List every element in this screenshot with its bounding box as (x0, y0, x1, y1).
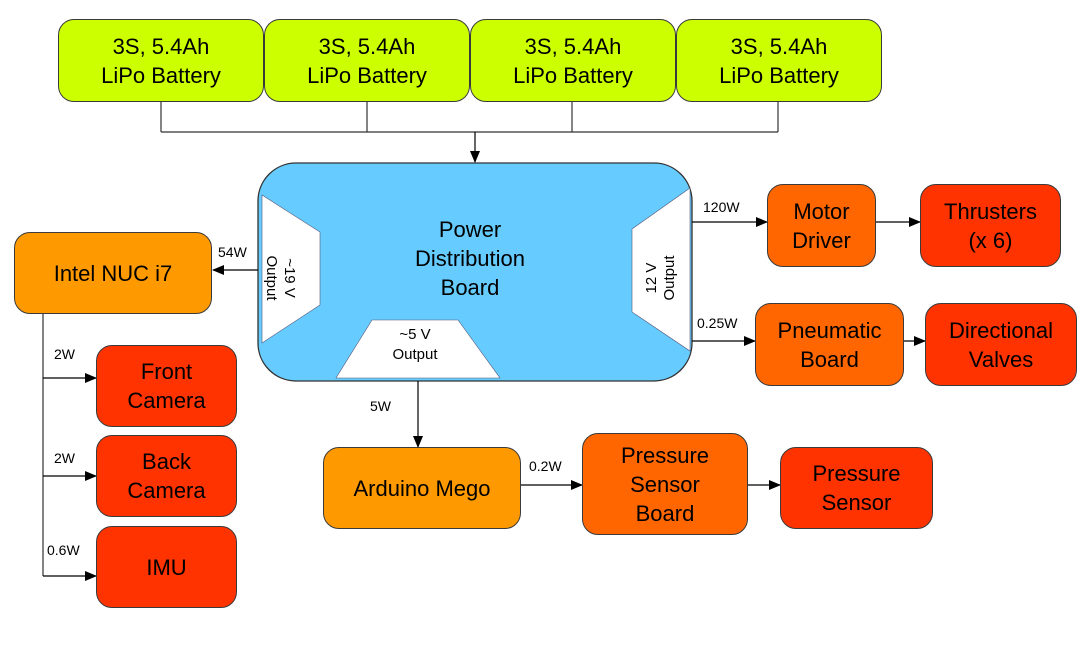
back-camera-node[interactable]: Back Camera (96, 435, 237, 517)
battery-4[interactable]: 3S, 5.4Ah LiPo Battery (676, 19, 882, 102)
pdb-output-19v-shape (261, 194, 321, 344)
pdb-output-5v-label: ~5 V Output (392, 326, 438, 363)
pneumatic-board-node[interactable]: Pneumatic Board (755, 303, 904, 386)
pneumatic-power-label: 0.25W (697, 315, 738, 331)
front-camera-node[interactable]: Front Camera (96, 345, 237, 427)
pdb-output-12v-shape (631, 187, 691, 352)
pressure-board-power-label: 0.2W (529, 458, 562, 474)
pdb-label[interactable]: Power Distribution Board (414, 217, 526, 300)
pressure-sensor-board-node[interactable]: Pressure Sensor Board (582, 433, 748, 535)
arduino-power-label: 5W (370, 398, 391, 414)
battery-2[interactable]: 3S, 5.4Ah LiPo Battery (264, 19, 470, 102)
pdb-body (257, 162, 693, 382)
pdb-output-12v-label: 12 V Output (643, 255, 678, 301)
pressure-sensor-node[interactable]: Pressure Sensor (780, 447, 933, 529)
imu-node[interactable]: IMU (96, 526, 237, 608)
arduino-node[interactable]: Arduino Mego (323, 447, 521, 529)
motor-driver-node[interactable]: Motor Driver (767, 184, 876, 267)
thrusters-node[interactable]: Thrusters (x 6) (920, 184, 1061, 267)
battery-1[interactable]: 3S, 5.4Ah LiPo Battery (58, 19, 264, 102)
back-camera-power-label: 2W (54, 450, 75, 466)
directional-valves-node[interactable]: Directional Valves (925, 303, 1077, 386)
battery-3[interactable]: 3S, 5.4Ah LiPo Battery (470, 19, 676, 102)
intel-nuc-node[interactable]: Intel NUC i7 (14, 232, 212, 314)
motor-driver-power-label: 120W (703, 199, 740, 215)
pdb-output-5v-shape (335, 319, 501, 379)
pdb-output-19v-label: ~19 V Output (263, 255, 298, 301)
nuc-power-label: 54W (218, 244, 247, 260)
front-camera-power-label: 2W (54, 346, 75, 362)
imu-power-label: 0.6W (47, 542, 80, 558)
